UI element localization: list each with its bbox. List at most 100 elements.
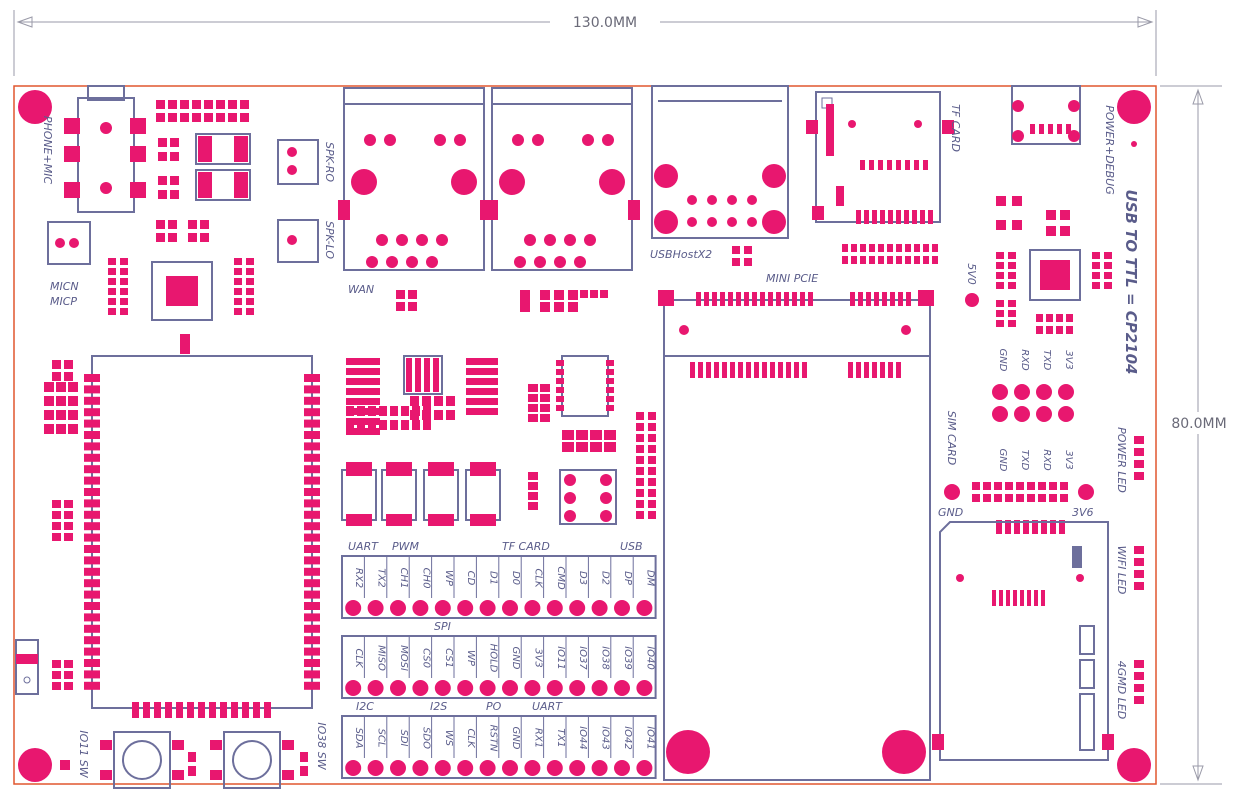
pad (606, 405, 614, 411)
pad (426, 256, 438, 268)
pad (264, 702, 271, 718)
pad (528, 502, 538, 510)
pad (590, 290, 598, 298)
pad (1014, 406, 1030, 422)
pad (376, 234, 388, 246)
pad (722, 362, 727, 378)
pin-label: IO41 (644, 726, 655, 750)
pad (234, 268, 242, 275)
pad (864, 362, 869, 378)
pad (84, 385, 100, 394)
pad (466, 398, 498, 405)
pad (1060, 226, 1070, 236)
pad (84, 533, 100, 542)
pad (304, 465, 320, 474)
pin-pad (614, 760, 630, 776)
pad (802, 362, 807, 378)
pad (600, 290, 608, 298)
pad (540, 302, 550, 312)
pad (648, 434, 656, 442)
pad (514, 256, 526, 268)
height-label: 80.0MM (1171, 416, 1226, 432)
pad (752, 292, 757, 306)
pad (412, 420, 420, 430)
mount-hole-tr (1117, 90, 1151, 124)
pad (170, 176, 179, 185)
pad (357, 420, 365, 430)
pad (304, 613, 320, 622)
pad (1134, 660, 1144, 668)
pad (905, 256, 911, 264)
pad (408, 302, 417, 311)
pad (712, 292, 717, 306)
pad (304, 556, 320, 565)
debug-pin-label-top: RXD (1019, 349, 1030, 371)
pad (64, 533, 73, 541)
debug-pin-label-bottom: 3V3 (1063, 450, 1074, 470)
pin-label: MOSI (398, 645, 409, 671)
pad (304, 396, 320, 405)
pad (532, 134, 544, 146)
pad (556, 360, 564, 366)
pad (401, 406, 409, 416)
pad (842, 256, 848, 264)
pad (574, 256, 586, 268)
pad (52, 682, 61, 690)
pad (584, 234, 596, 246)
pad (880, 210, 885, 224)
pad (1023, 520, 1029, 534)
pad (1012, 220, 1022, 230)
pad (576, 430, 588, 440)
spk-lo-label: SPK-LO (323, 221, 336, 259)
pad (1013, 590, 1017, 606)
pad (396, 302, 405, 311)
pad (52, 372, 61, 381)
pad (158, 152, 167, 161)
pad (170, 190, 179, 199)
pad (878, 256, 884, 264)
io11-sw-button[interactable] (100, 731, 184, 789)
pad (434, 134, 446, 146)
pad (996, 252, 1004, 259)
pad (396, 234, 408, 246)
pad (554, 290, 564, 300)
power-debug-label: POWER+DEBUG (1103, 105, 1116, 195)
pad (1041, 590, 1045, 606)
5v0-label: 5V0 (965, 263, 978, 285)
pad (204, 113, 213, 122)
pad (996, 300, 1004, 307)
pad (932, 244, 938, 252)
pad (84, 602, 100, 610)
pad (1041, 520, 1047, 534)
pad (304, 681, 320, 690)
pad (84, 681, 100, 690)
pad (1016, 482, 1024, 490)
pad (64, 682, 73, 690)
codec-passives (108, 258, 254, 315)
pad (84, 624, 100, 633)
pad (1036, 384, 1052, 400)
pin-label: D3 (577, 571, 588, 585)
pad (720, 292, 725, 306)
pad (1030, 124, 1035, 134)
pad (84, 442, 100, 451)
pad (120, 308, 128, 315)
pin-pad (345, 760, 362, 776)
pad (540, 384, 550, 392)
pad (240, 113, 249, 122)
pad (1008, 252, 1016, 259)
pad (1056, 314, 1063, 322)
height-dimension: 80.0MM (1160, 85, 1234, 785)
pad (1038, 494, 1046, 502)
pad (410, 396, 419, 406)
pad (120, 298, 128, 305)
pad (486, 200, 498, 220)
io38-sw-button[interactable] (210, 731, 294, 789)
pad (1032, 520, 1038, 534)
pad (1016, 494, 1024, 502)
pad (866, 292, 871, 306)
pad (996, 520, 1002, 534)
pad (882, 292, 887, 306)
cp2104-passives (996, 196, 1112, 334)
pad (108, 298, 116, 305)
